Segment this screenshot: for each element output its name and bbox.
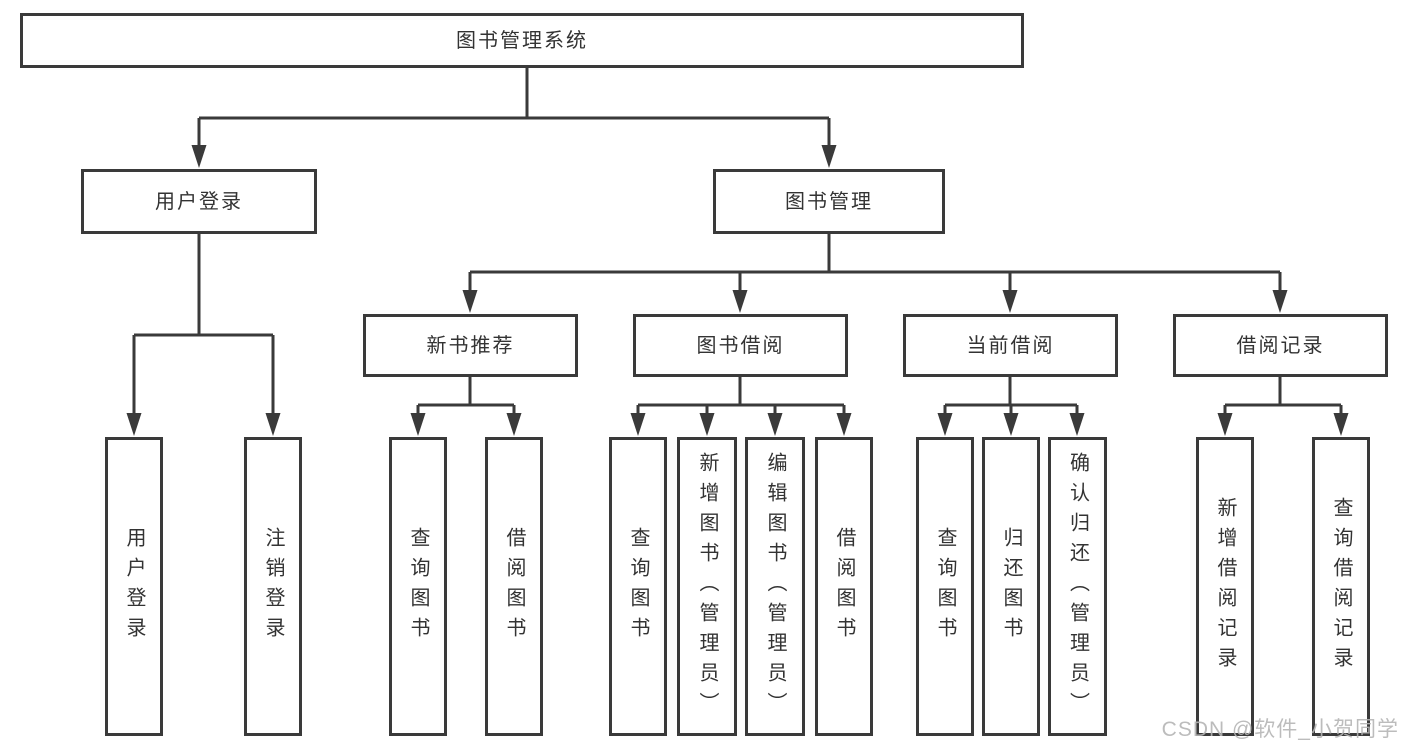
- node-book-management: 图书管理: [713, 169, 945, 234]
- leaf-borrowing-query-books-label: 查询图书: [627, 526, 649, 647]
- leaf-recommend-borrow-books: 借阅图书: [485, 437, 543, 736]
- leaf-confirm-return-admin-label: 确认归还（管理员）: [1066, 451, 1089, 722]
- arrow-down-icon: [699, 413, 715, 436]
- arrow-down-icon: [506, 413, 522, 436]
- csdn-watermark: CSDN @软件_小贺同学: [1161, 718, 1399, 741]
- leaf-edit-books-admin: 编辑图书（管理员）: [745, 437, 805, 736]
- leaf-return-books-label: 归还图书: [1000, 526, 1022, 647]
- leaf-edit-books-admin-label: 编辑图书（管理员）: [764, 451, 786, 722]
- node-book-borrowing-label: 图书借阅: [696, 334, 785, 357]
- connector-book-management: [468, 234, 1282, 295]
- arrow-down-icon: [630, 413, 646, 436]
- node-user-login-label: 用户登录: [155, 190, 243, 213]
- leaf-logout-label: 注销登录: [262, 526, 284, 647]
- leaf-add-borrow-record-label: 新增借阅记录: [1214, 496, 1236, 677]
- connector-current-borrow: [943, 377, 1079, 418]
- node-user-login: 用户登录: [81, 169, 317, 234]
- arrow-down-icon: [462, 290, 478, 313]
- connector-book-borrow: [636, 377, 846, 418]
- arrow-down-icon: [1069, 413, 1085, 436]
- arrow-down-icon: [1272, 290, 1288, 313]
- connector-root: [197, 68, 831, 150]
- arrow-down-icon: [265, 413, 281, 436]
- leaf-add-borrow-record: 新增借阅记录: [1196, 437, 1254, 736]
- leaf-recommend-query-books-label: 查询图书: [407, 526, 429, 647]
- node-borrow-records-label: 借阅记录: [1236, 334, 1325, 357]
- connector-new-book: [416, 377, 516, 418]
- node-root: 图书管理系统: [20, 13, 1024, 68]
- arrow-down-icon: [1333, 413, 1349, 436]
- node-root-label: 图书管理系统: [456, 29, 588, 52]
- node-current-borrowing-label: 当前借阅: [966, 334, 1055, 357]
- node-book-management-label: 图书管理: [785, 190, 873, 213]
- leaf-confirm-return-admin: 确认归还（管理员）: [1048, 437, 1107, 736]
- arrowhead-icons: [126, 145, 1349, 436]
- leaf-current-query-books: 查询图书: [916, 437, 974, 736]
- node-new-book-recommend: 新书推荐: [363, 314, 578, 377]
- leaf-borrowing-borrow-books: 借阅图书: [815, 437, 873, 736]
- connector-borrow-records: [1223, 377, 1343, 418]
- node-new-book-recommend-label: 新书推荐: [426, 334, 515, 357]
- arrow-down-icon: [732, 290, 748, 313]
- leaf-logout: 注销登录: [244, 437, 302, 736]
- arrow-down-icon: [767, 413, 783, 436]
- node-current-borrowing: 当前借阅: [903, 314, 1118, 377]
- connector-user-login: [132, 234, 275, 418]
- leaf-user-login-label: 用户登录: [123, 526, 145, 647]
- leaf-return-books: 归还图书: [982, 437, 1040, 736]
- leaf-user-login: 用户登录: [105, 437, 163, 736]
- node-book-borrowing: 图书借阅: [633, 314, 848, 377]
- node-borrow-records: 借阅记录: [1173, 314, 1388, 377]
- leaf-recommend-borrow-books-label: 借阅图书: [503, 526, 525, 647]
- arrow-down-icon: [126, 413, 142, 436]
- arrow-down-icon: [410, 413, 426, 436]
- leaf-recommend-query-books: 查询图书: [389, 437, 447, 736]
- arrow-down-icon: [937, 413, 953, 436]
- arrow-down-icon: [191, 145, 207, 168]
- arrow-down-icon: [821, 145, 837, 168]
- leaf-add-books-admin-label: 新增图书（管理员）: [696, 451, 718, 722]
- arrow-down-icon: [1217, 413, 1233, 436]
- arrow-down-icon: [1003, 413, 1019, 436]
- leaf-borrowing-borrow-books-label: 借阅图书: [833, 526, 855, 647]
- leaf-current-query-books-label: 查询图书: [934, 526, 956, 647]
- leaf-add-books-admin: 新增图书（管理员）: [677, 437, 737, 736]
- arrow-down-icon: [836, 413, 852, 436]
- leaf-borrowing-query-books: 查询图书: [609, 437, 667, 736]
- leaf-query-borrow-record: 查询借阅记录: [1312, 437, 1370, 736]
- leaf-query-borrow-record-label: 查询借阅记录: [1330, 496, 1352, 677]
- arrow-down-icon: [1002, 290, 1018, 313]
